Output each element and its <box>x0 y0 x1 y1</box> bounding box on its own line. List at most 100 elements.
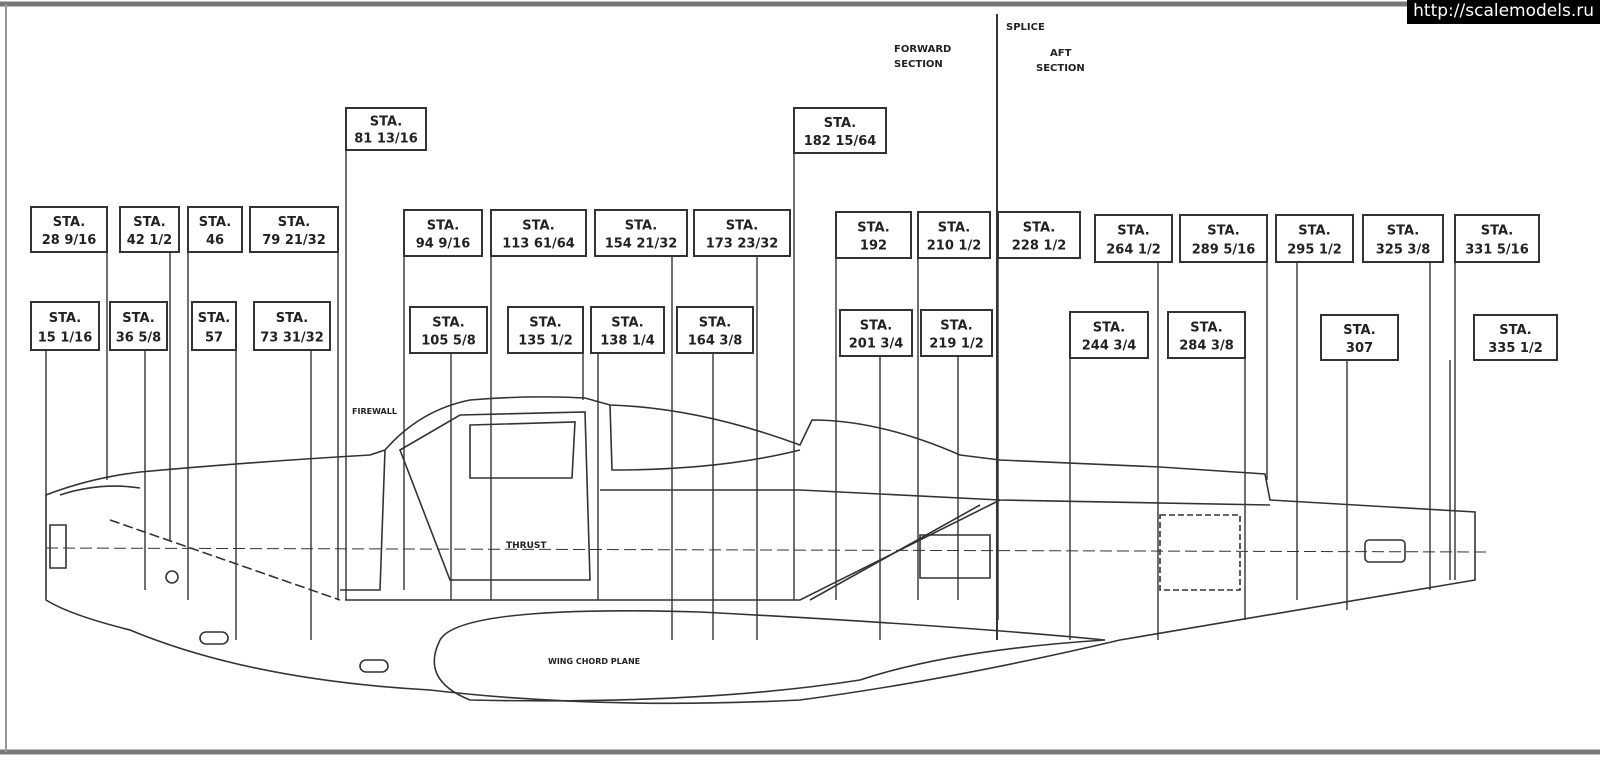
station-box <box>920 309 993 357</box>
station-prefix: STA. <box>1207 224 1239 239</box>
station-value: 79 21/32 <box>262 233 326 248</box>
station-value: 244 3/4 <box>1082 339 1137 354</box>
station-box <box>490 209 587 257</box>
station-value: 201 3/4 <box>849 337 904 352</box>
station-label: STA. 264 1/2 <box>1094 214 1173 640</box>
station-label: STA.15 1/16 <box>30 301 100 495</box>
station-label: STA. 36 5/8 <box>109 301 168 590</box>
station-prefix: STA. <box>133 215 165 230</box>
station-value: 295 1/2 <box>1287 243 1342 258</box>
station-label: STA. 182 15/64 <box>793 107 887 600</box>
station-label: STA. 154 21/32 <box>594 209 688 640</box>
station-label: STA. 201 3/4 <box>839 309 913 640</box>
station-value: 173 23/32 <box>706 237 779 252</box>
station-value: 335 1/2 <box>1488 341 1543 356</box>
station-prefix: STA. <box>53 215 85 230</box>
station-label: STA.289 5/16 <box>1179 214 1268 480</box>
station-box <box>839 309 913 357</box>
firewall-label: FIREWALL <box>352 407 397 416</box>
station-prefix: STA. <box>1499 323 1531 338</box>
station-prefix: STA. <box>122 311 154 326</box>
station-label: STA. 46 <box>187 206 243 600</box>
station-box <box>793 107 887 154</box>
station-box <box>507 306 584 354</box>
station-prefix: STA. <box>427 218 459 233</box>
station-prefix: STA. <box>860 318 892 333</box>
station-box <box>1320 314 1399 361</box>
station-value: 331 5/16 <box>1465 243 1529 258</box>
station-prefix: STA. <box>857 220 889 235</box>
station-label: STA.105 5/8 <box>409 306 488 600</box>
station-box <box>403 209 483 257</box>
station-prefix: STA. <box>625 218 657 233</box>
station-value: 94 9/16 <box>416 237 471 252</box>
station-box <box>187 206 243 253</box>
station-prefix: STA. <box>1093 320 1125 335</box>
station-prefix: STA. <box>1481 224 1513 239</box>
station-label: STA.81 13/16 <box>345 107 427 600</box>
station-label: STA. 135 1/2 <box>507 306 584 400</box>
station-prefix: STA. <box>1023 220 1055 235</box>
station-box <box>1473 314 1558 361</box>
station-box <box>409 306 488 354</box>
station-prefix: STA. <box>940 318 972 333</box>
wing-chord-plane-label: WING CHORD PLANE <box>548 657 640 666</box>
station-prefix: STA. <box>432 315 464 330</box>
station-prefix: STA. <box>699 315 731 330</box>
aft-section-label: AFT <box>1050 48 1072 59</box>
station-label: STA.42 1/2 <box>119 206 180 540</box>
station-value: 73 31/32 <box>260 330 324 345</box>
station-label: STA. 57 <box>191 301 237 640</box>
station-label: STA. 331 5/16 <box>1454 214 1540 580</box>
station-prefix: STA. <box>1190 320 1222 335</box>
station-label: STA.325 3/8 <box>1362 214 1444 590</box>
station-value: 164 3/8 <box>688 334 743 349</box>
station-label: STA. 295 1/2 <box>1275 214 1354 600</box>
station-prefix: STA. <box>198 311 230 326</box>
station-prefix: STA. <box>1343 323 1375 338</box>
station-box <box>590 306 665 354</box>
station-value: 192 <box>860 239 887 254</box>
station-box <box>1454 214 1540 263</box>
station-value: 46 <box>206 233 224 248</box>
station-value: 135 1/2 <box>518 334 573 349</box>
station-box <box>1167 311 1246 359</box>
station-prefix: STA. <box>726 218 758 233</box>
station-box <box>109 301 168 351</box>
station-box <box>594 209 688 257</box>
station-value: 154 21/32 <box>605 237 678 252</box>
station-prefix: STA. <box>276 311 308 326</box>
station-label: STA.284 3/8 <box>1167 311 1246 620</box>
station-value: 264 1/2 <box>1106 243 1161 258</box>
watermark: http://scalemodels.ru <box>1407 0 1600 24</box>
station-prefix: STA. <box>1387 224 1419 239</box>
station-box <box>693 209 791 257</box>
station-label: STA.113 61/64 <box>490 209 587 600</box>
station-box <box>345 107 427 151</box>
splice-label: SPLICE <box>1006 22 1045 33</box>
station-label: STA. 94 9/16 <box>403 209 483 590</box>
station-label: STA. 73 31/32 <box>253 301 331 640</box>
station-box <box>119 206 180 253</box>
station-value: 182 15/64 <box>804 134 877 149</box>
station-box <box>30 301 100 351</box>
station-label: STA. 173 23/32 <box>693 209 791 640</box>
station-value: 36 5/8 <box>116 330 161 345</box>
station-label: STA. 164 3/8 <box>676 306 754 640</box>
station-box <box>1179 214 1268 263</box>
station-prefix: STA. <box>199 215 231 230</box>
station-box <box>676 306 754 354</box>
station-prefix: STA. <box>529 315 561 330</box>
station-label: STA.219 1/2 <box>920 309 993 600</box>
station-value: 57 <box>205 330 223 345</box>
station-label: STA.307 <box>1320 314 1399 610</box>
station-box <box>1094 214 1173 263</box>
station-prefix: STA. <box>1298 224 1330 239</box>
station-value: 228 1/2 <box>1012 239 1067 254</box>
station-box <box>191 301 237 351</box>
station-value: 138 1/4 <box>600 334 655 349</box>
station-prefix: STA. <box>278 215 310 230</box>
station-label: STA.28 9/16 <box>30 206 108 480</box>
station-label: STA. 192 <box>835 211 912 600</box>
